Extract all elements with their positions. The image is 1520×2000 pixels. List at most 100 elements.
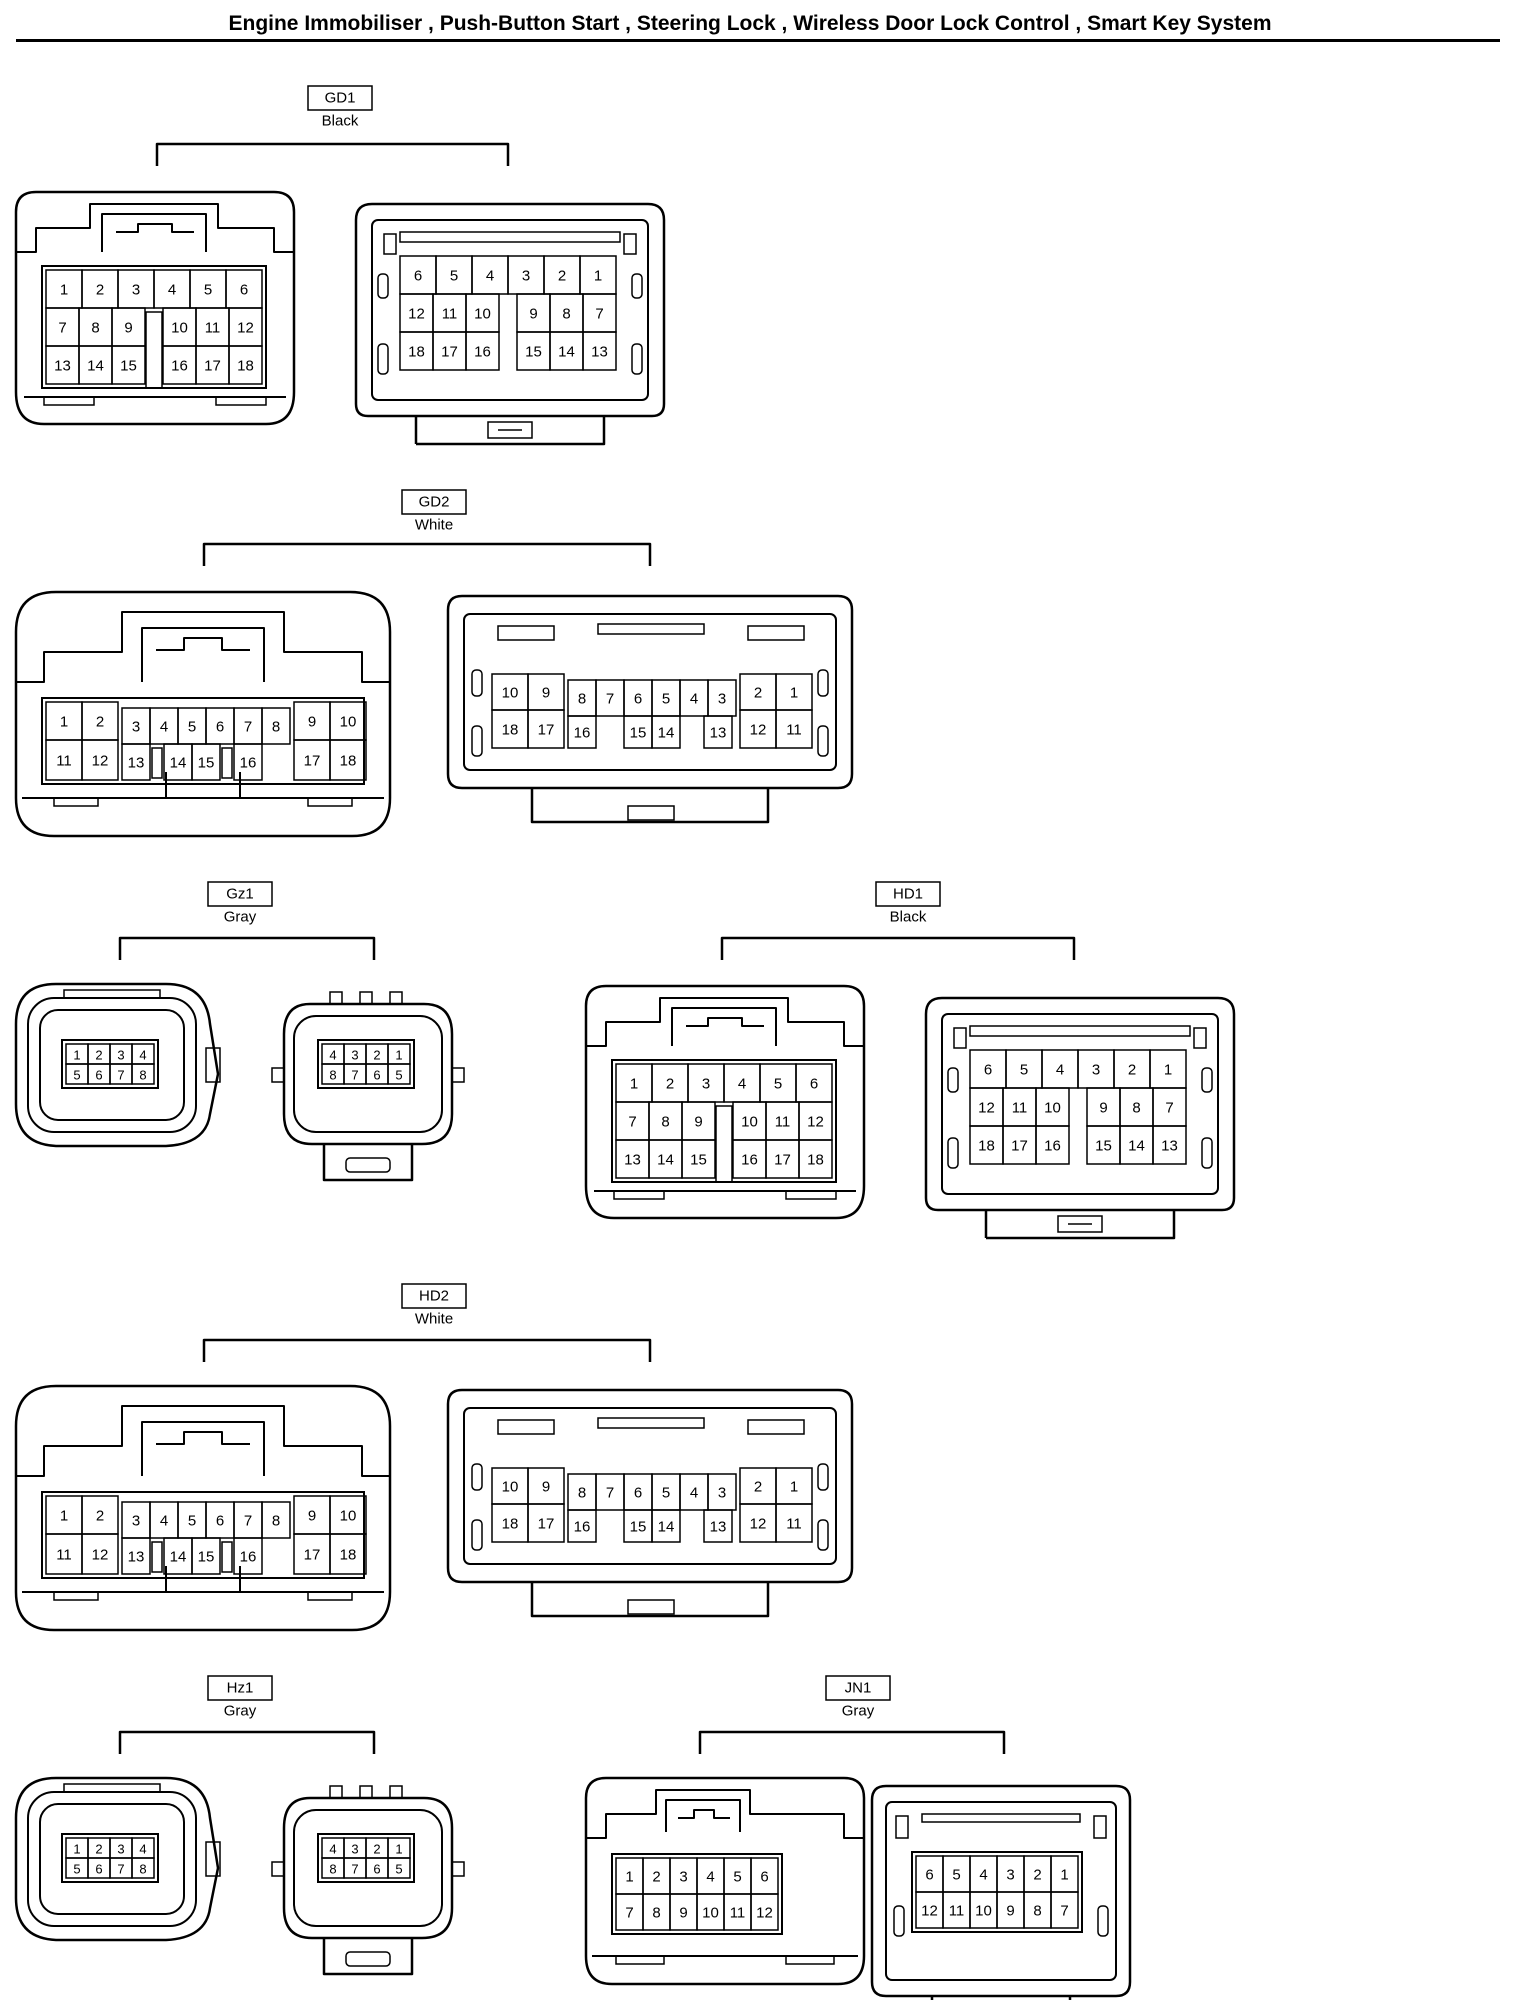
pin-label: 1 (73, 1048, 80, 1063)
pin-cell (191, 743, 221, 781)
pin-label: 11 (786, 722, 802, 739)
pin-label: 2 (754, 685, 762, 702)
pin-label: 3 (132, 719, 140, 736)
pin-block (41, 697, 365, 785)
pin-label: 5 (774, 1076, 782, 1093)
pin-label: 6 (984, 1062, 992, 1079)
bracket (118, 936, 376, 960)
pin-label: 1 (395, 1842, 402, 1857)
pin-cell (775, 709, 813, 749)
pin-label: 9 (542, 1479, 550, 1496)
bracket (155, 142, 510, 166)
pin-label: 10 (502, 685, 519, 702)
pin-cell (651, 1509, 681, 1543)
female-inner (39, 1803, 185, 1915)
connector-id-box (207, 1675, 273, 1701)
pin-label: 7 (351, 1068, 358, 1083)
male-guide (1093, 1815, 1107, 1839)
pin-label: 2 (373, 1842, 380, 1857)
pin-label: 2 (652, 1869, 660, 1886)
pin-label: 8 (652, 1905, 660, 1922)
pin-cell (527, 1503, 565, 1543)
pin-label: 1 (60, 282, 68, 299)
male-guide (631, 273, 643, 299)
male-guide (471, 1519, 483, 1551)
pin-label: 10 (741, 1114, 758, 1131)
male-top-bar (747, 625, 805, 641)
female-latch (141, 1421, 265, 1476)
female-latch (671, 1007, 777, 1046)
male-guide (377, 343, 389, 375)
female-latch (63, 989, 161, 999)
pin-block (317, 1039, 415, 1089)
pin-label: 3 (1092, 1062, 1100, 1079)
pin-label: 14 (658, 1519, 675, 1536)
female-housing (14, 590, 392, 838)
male-base (414, 416, 606, 446)
pin-label: 7 (117, 1068, 124, 1083)
male-latch (271, 1067, 285, 1083)
male-guide (631, 343, 643, 375)
pin-label: 4 (329, 1048, 336, 1063)
male-latch (359, 991, 373, 1005)
pin-label: 18 (502, 722, 519, 739)
female-foot (307, 1591, 353, 1601)
pin-label: 8 (139, 1068, 146, 1083)
pin-label: 6 (810, 1076, 818, 1093)
pin-label: 1 (1164, 1062, 1172, 1079)
male-housing (446, 594, 854, 790)
pin-label: 3 (351, 1048, 358, 1063)
pin-label: 14 (170, 755, 187, 772)
pin-label: 8 (329, 1068, 336, 1083)
pin-block (911, 1851, 1083, 1933)
key-slot (221, 747, 233, 779)
connector-id-box (401, 489, 467, 515)
female-housing (584, 984, 866, 1220)
male-guide (471, 725, 483, 757)
title-rule (16, 39, 1500, 42)
pin-label: 11 (442, 306, 458, 323)
pin-label: 15 (690, 1152, 707, 1169)
connector-id-box (307, 85, 373, 111)
pin-cell (1050, 1891, 1079, 1929)
pin-cell (387, 1063, 411, 1085)
pin-cell (121, 743, 151, 781)
male-latch (389, 1785, 403, 1799)
pin-label: 16 (171, 358, 188, 375)
connector-id: Hz1 (227, 1680, 254, 1697)
pin-label: 16 (474, 344, 491, 361)
pin-label: 7 (606, 691, 614, 708)
male-guide (1097, 1905, 1109, 1937)
male-lock-tab (627, 1599, 675, 1615)
connector-color: Gray (842, 1703, 875, 1720)
male-base (322, 1938, 414, 1976)
pin-label: 13 (54, 358, 71, 375)
connector-color: Black (890, 909, 927, 926)
pin-label: 17 (204, 358, 221, 375)
pin-label: 14 (170, 1549, 187, 1566)
pin-label: 5 (73, 1068, 80, 1083)
female-latch (665, 1799, 741, 1832)
pin-cell (233, 743, 263, 781)
pin-label: 2 (96, 714, 104, 731)
male-top-bar (597, 623, 705, 635)
pin-label: 12 (237, 320, 254, 337)
pin-label: 13 (710, 1519, 727, 1536)
female-foot (785, 1190, 837, 1200)
pin-label: 2 (558, 268, 566, 285)
pin-label: 11 (730, 1905, 746, 1922)
female-foot (615, 1955, 665, 1965)
male-base (984, 1210, 1176, 1240)
female-foot (43, 396, 95, 406)
pin-label: 15 (1095, 1138, 1112, 1155)
pin-label: 4 (329, 1842, 336, 1857)
pin-label: 2 (373, 1048, 380, 1063)
pin-label: 18 (978, 1138, 995, 1155)
pin-label: 16 (574, 725, 591, 742)
pin-cell (81, 1533, 119, 1575)
pin-cell (1035, 1125, 1070, 1165)
pin-label: 8 (1132, 1100, 1140, 1117)
